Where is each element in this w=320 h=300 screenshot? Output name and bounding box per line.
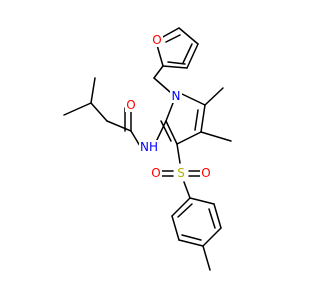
pyrrole-nitrogen-bg — [170, 89, 182, 103]
bond-ch-me1 — [63, 102, 92, 116]
sulfur-bg — [175, 166, 187, 181]
sulfonyl-oxygen-left: O — [151, 166, 160, 180]
furan-oxygen-bg — [151, 33, 163, 47]
sulfur: S — [177, 166, 185, 180]
bond-ar2-ar3-double — [208, 208, 216, 229]
bond-s-aryl — [183, 181, 191, 199]
amide-nh-bg — [139, 140, 159, 154]
bond-co-ch2 — [106, 120, 132, 132]
bond-ar4-ar5 — [178, 239, 204, 247]
bond-ar6-ar1 — [171, 197, 191, 217]
molecule-canvas: O N O NH S O O — [63, 27, 232, 271]
bond-ch2-n — [153, 77, 171, 93]
bond-c2-n — [165, 102, 174, 122]
bond-ar1-ar2 — [189, 197, 215, 205]
amide-nh: NH — [140, 140, 158, 154]
sulfonyl-oxygen-right: O — [201, 166, 210, 180]
bond-nh-co — [130, 130, 141, 147]
bond-furan-o-c2 — [156, 44, 164, 67]
bond-n-c5 — [181, 93, 206, 106]
bond-c3-c2 — [165, 120, 178, 145]
bond-c5-methyl — [204, 87, 224, 106]
bond-c5-c4 — [200, 104, 206, 133]
bond-furan-c5-o-double — [165, 34, 181, 43]
bond-ar6-ar1-double — [177, 203, 193, 218]
bond-furan-c5-o — [160, 27, 180, 39]
amide-oxygen-bg — [125, 98, 137, 112]
furan-oxygen: O — [152, 33, 161, 47]
bond-ar2-ar3 — [213, 203, 222, 229]
bond-ar3-ar4 — [202, 227, 222, 247]
bond-c5-c4-double — [194, 109, 199, 131]
bond-ch2-ch — [90, 102, 108, 122]
bond-ar5-ar6 — [171, 215, 180, 241]
bond-c3-s — [176, 143, 181, 164]
molecule-structure: O N O NH S O O — [63, 27, 232, 271]
bond-furan-c3-c4-double — [182, 43, 193, 64]
bond-furan-c2-c3 — [162, 65, 188, 69]
bond-ar4-ar5-double — [181, 234, 202, 241]
atom-layer: O N O NH S O O — [125, 33, 212, 181]
bond-ch-me2 — [90, 77, 96, 104]
sulfonyl-oxygen-right-bg — [200, 166, 212, 181]
bond-ch2-furan — [153, 65, 164, 79]
sulfonyl-oxygen-left-bg — [150, 166, 162, 181]
bond-c4-c3 — [176, 131, 202, 145]
bond-c4-methyl — [200, 131, 232, 142]
pyrrole-nitrogen: N — [172, 89, 181, 103]
bond-ar4-methyl — [202, 245, 211, 271]
bond-furan-c2-double — [167, 61, 186, 65]
bond-c3-c2-double — [160, 120, 172, 142]
bond-furan-c3-c4 — [186, 43, 199, 69]
bond-furan-c4-c5 — [178, 27, 199, 45]
amide-oxygen: O — [126, 98, 135, 112]
